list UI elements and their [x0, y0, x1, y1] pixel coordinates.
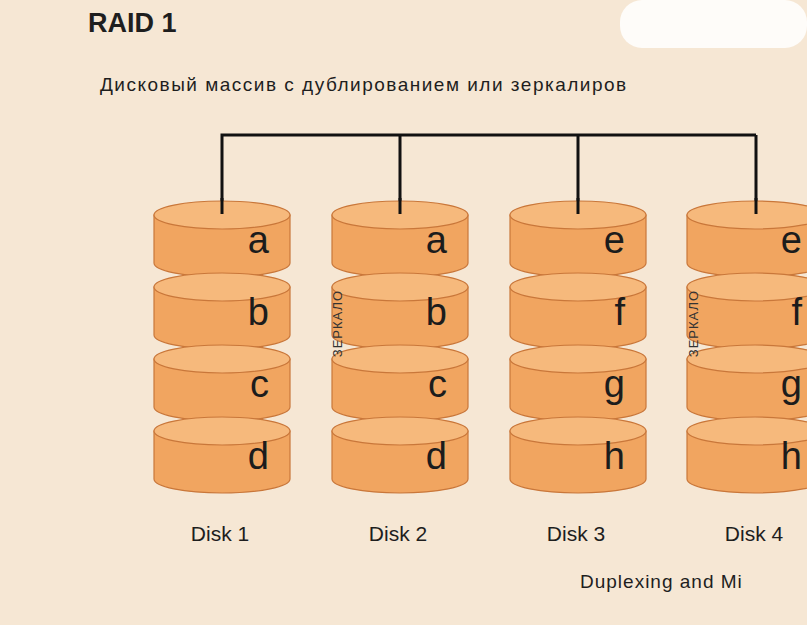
- cylinder-top: [332, 345, 468, 373]
- disk-segment: c: [153, 344, 291, 424]
- segment-letter: b: [248, 290, 269, 334]
- disk-label: Disk 4: [725, 522, 783, 546]
- cylinder-top: [510, 201, 646, 229]
- disk-segment: b: [331, 272, 469, 352]
- disk-segment: b: [153, 272, 291, 352]
- cylinder-shape: [331, 416, 469, 496]
- segment-letter: a: [426, 218, 447, 262]
- disk-segment: f: [686, 272, 807, 352]
- cylinder-shape: [686, 272, 807, 352]
- cylinder-top: [687, 273, 807, 301]
- cylinder-shape: [509, 200, 647, 280]
- cylinder-shape: [509, 416, 647, 496]
- cylinder-shape: [153, 272, 291, 352]
- segment-letter: e: [781, 218, 802, 262]
- cylinder-top: [154, 201, 290, 229]
- disk-segment: g: [509, 344, 647, 424]
- segment-letter: c: [250, 362, 269, 406]
- cylinder-top: [332, 273, 468, 301]
- segment-letter: f: [791, 290, 802, 334]
- cylinder-shape: [153, 344, 291, 424]
- bus-stub: [221, 198, 224, 214]
- diagram-caption: Duplexing and Mi: [580, 571, 743, 593]
- cylinder-shape: [331, 272, 469, 352]
- mirror-label: ЗЕРКАЛО: [686, 290, 701, 357]
- segment-letter: h: [781, 434, 802, 478]
- segment-letter: h: [604, 434, 625, 478]
- disk-segment: h: [686, 416, 807, 496]
- cylinder-top: [510, 417, 646, 445]
- segment-letter: a: [248, 218, 269, 262]
- disk-segment: a: [331, 200, 469, 280]
- bus-stub: [755, 198, 758, 214]
- disk-segment: g: [686, 344, 807, 424]
- disk-segment: f: [509, 272, 647, 352]
- cylinder-shape: [509, 344, 647, 424]
- cylinder-top: [154, 273, 290, 301]
- segment-letter: g: [604, 362, 625, 406]
- diagram-title: RAID 1: [88, 8, 177, 39]
- disk-label: Disk 2: [369, 522, 427, 546]
- subtitle: Дисковый массив с дублированием или зерк…: [100, 74, 628, 96]
- cylinder-shape: [331, 344, 469, 424]
- disk-segment: e: [509, 200, 647, 280]
- cylinder-top: [154, 345, 290, 373]
- disk-segment: e: [686, 200, 807, 280]
- white-patch: [620, 0, 807, 48]
- disk-label: Disk 1: [191, 522, 249, 546]
- cylinder-shape: [331, 200, 469, 280]
- segment-letter: e: [604, 218, 625, 262]
- disk-segment: d: [331, 416, 469, 496]
- cylinder-shape: [153, 416, 291, 496]
- cylinder-top: [332, 417, 468, 445]
- bus-line: [222, 135, 756, 214]
- cylinder-top: [332, 201, 468, 229]
- mirror-label: ЗЕРКАЛО: [330, 290, 345, 357]
- segment-letter: c: [428, 362, 447, 406]
- segment-letter: f: [614, 290, 625, 334]
- segment-letter: d: [426, 434, 447, 478]
- segment-letter: g: [781, 362, 802, 406]
- cylinder-top: [510, 345, 646, 373]
- cylinder-shape: [509, 272, 647, 352]
- disk-segment: h: [509, 416, 647, 496]
- cylinder-shape: [153, 200, 291, 280]
- segment-letter: d: [248, 434, 269, 478]
- bus-stub: [399, 198, 402, 214]
- cylinder-top: [510, 273, 646, 301]
- disk-segment: d: [153, 416, 291, 496]
- disk-label: Disk 3: [547, 522, 605, 546]
- segment-letter: b: [426, 290, 447, 334]
- disk-segment: a: [153, 200, 291, 280]
- disk-segment: c: [331, 344, 469, 424]
- cylinder-top: [154, 417, 290, 445]
- bus-stub: [577, 198, 580, 214]
